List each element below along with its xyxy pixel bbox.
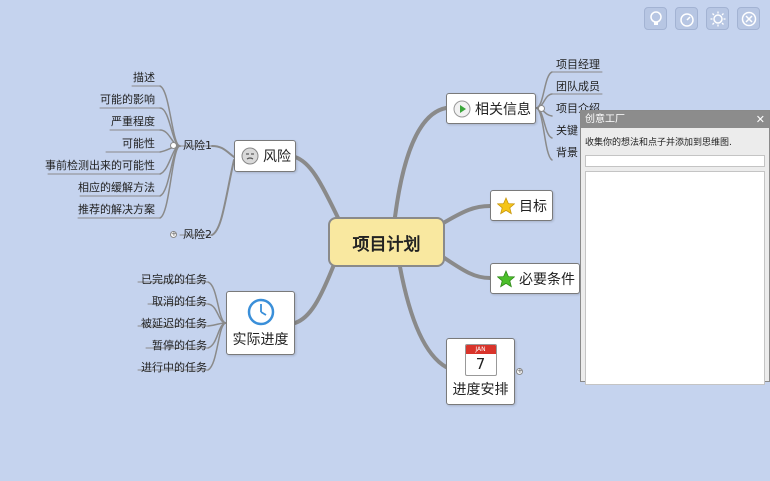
idea-factory-panel: 创意工厂 ✕ 收集你的想法和点子并添加到思维图.: [580, 110, 770, 385]
panel-close-icon[interactable]: ✕: [755, 113, 765, 126]
risk-item-impact[interactable]: 可能的影响: [100, 93, 155, 106]
progress-item-cancelled[interactable]: 取消的任务: [152, 295, 207, 308]
settings-sun-icon[interactable]: [706, 7, 729, 30]
panel-description: 收集你的想法和点子并添加到思维图.: [585, 138, 732, 148]
star-icon: [497, 196, 515, 215]
risk-item-likelihood[interactable]: 可能性: [122, 137, 155, 150]
risk-item-solution[interactable]: 推荐的解决方案: [78, 203, 155, 216]
progress-node-label: 实际进度: [232, 331, 289, 348]
related-item-pm[interactable]: 项目经理: [556, 58, 600, 71]
idea-list-area[interactable]: [585, 171, 765, 385]
risk-face-icon: [241, 147, 259, 165]
goal-node-label: 目标: [519, 198, 547, 215]
central-topic-label: 项目计划: [352, 234, 421, 255]
progress-node[interactable]: 实际进度: [226, 291, 295, 355]
idea-input[interactable]: [585, 155, 765, 167]
timer-icon[interactable]: [675, 7, 698, 30]
central-topic[interactable]: 项目计划: [328, 217, 445, 267]
related-item-background[interactable]: 背景: [556, 146, 578, 159]
progress-item-delayed[interactable]: 被延迟的任务: [141, 317, 207, 330]
lightbulb-icon[interactable]: [644, 7, 667, 30]
risk2-expand-toggle[interactable]: +: [170, 230, 177, 238]
close-circle-icon[interactable]: [737, 7, 760, 30]
progress-item-in-progress[interactable]: 进行中的任务: [141, 361, 207, 374]
risk-item-description[interactable]: 描述: [133, 71, 155, 84]
panel-titlebar: 创意工厂 ✕: [581, 111, 769, 128]
risk-node[interactable]: 风险: [234, 140, 296, 172]
related-info-node[interactable]: 相关信息: [446, 93, 536, 124]
play-icon: [453, 100, 471, 118]
related-info-label: 相关信息: [475, 101, 531, 118]
risk1-collapse-toggle[interactable]: [170, 142, 177, 149]
goal-node[interactable]: 目标: [490, 190, 553, 221]
schedule-node-label: 进度安排: [452, 382, 509, 398]
risk1-label[interactable]: 风险1: [183, 139, 212, 152]
panel-title: 创意工厂: [585, 114, 625, 125]
calendar-icon: JAN 7: [464, 344, 497, 376]
clock-icon: [247, 298, 275, 326]
related-item-key[interactable]: 关键: [556, 124, 578, 137]
calendar-day: 7: [475, 355, 486, 373]
related-item-team[interactable]: 团队成员: [556, 80, 600, 93]
calendar-month: JAN: [465, 345, 496, 354]
schedule-node[interactable]: JAN 7 进度安排: [446, 338, 515, 405]
risk-node-label: 风险: [263, 149, 291, 165]
risk2-label[interactable]: 风险2: [183, 228, 212, 241]
related-info-collapse-toggle[interactable]: [538, 105, 545, 112]
progress-item-completed[interactable]: 已完成的任务: [141, 273, 207, 286]
schedule-expand-toggle[interactable]: +: [516, 367, 523, 375]
risk-item-severity[interactable]: 严重程度: [111, 115, 155, 128]
prerequisites-node-label: 必要条件: [519, 271, 575, 288]
green-star-icon: [497, 269, 515, 288]
risk-item-detectability[interactable]: 事前检测出来的可能性: [45, 159, 155, 172]
prerequisites-node[interactable]: 必要条件: [490, 263, 580, 294]
risk-item-mitigation[interactable]: 相应的缓解方法: [78, 181, 155, 194]
progress-item-paused[interactable]: 暂停的任务: [152, 339, 207, 352]
